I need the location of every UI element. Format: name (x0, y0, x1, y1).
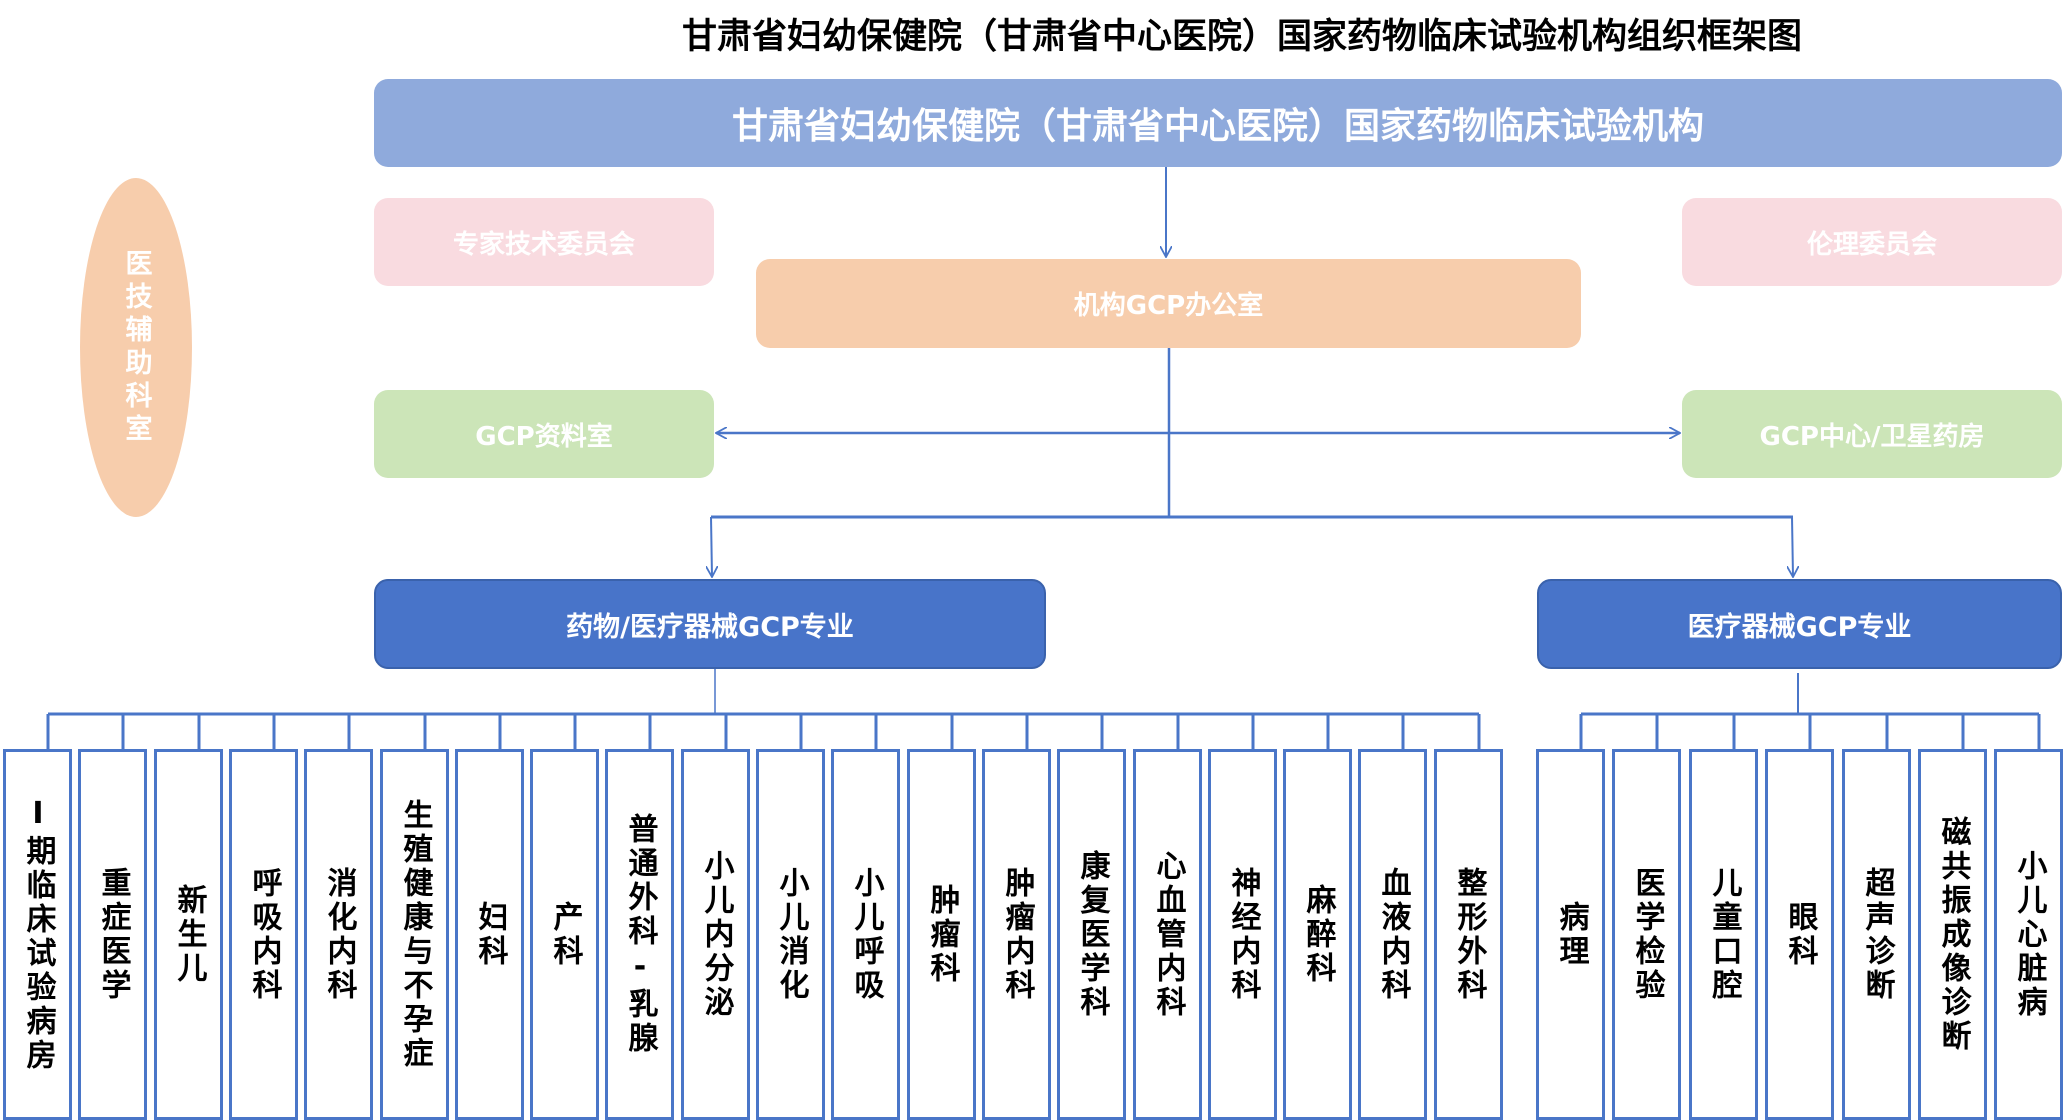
department-label: 儿童口腔 (1706, 866, 1742, 1003)
department-column-drug[interactable]: 小儿呼吸 (831, 749, 900, 1120)
department-label: 麻醉科 (1300, 883, 1336, 986)
department-label: 心血管内科 (1150, 849, 1186, 1020)
department-label: 神经内科 (1225, 866, 1261, 1003)
department-label: 康复医学科 (1074, 849, 1110, 1020)
drug-device-gcp-specialty-label: 药物/医疗器械GCP专业 (566, 611, 854, 643)
device-gcp-specialty-label: 医疗器械GCP专业 (1687, 611, 1912, 643)
medical-technical-dept-node[interactable]: 医技辅助科室 (80, 178, 192, 517)
department-column-device[interactable]: 病理 (1536, 749, 1605, 1120)
gcp-archive-label: GCP资料室 (475, 421, 613, 452)
department-label: 产科 (547, 900, 583, 969)
drug-device-gcp-specialty-box[interactable]: 药物/医疗器械GCP专业 (374, 579, 1046, 669)
institution-root-label: 甘肃省妇幼保健院（甘肃省中心医院）国家药物临床试验机构 (731, 106, 1704, 147)
institution-root-box[interactable]: 甘肃省妇幼保健院（甘肃省中心医院）国家药物临床试验机构 (374, 79, 2062, 167)
department-label: 消化内科 (321, 866, 357, 1003)
department-label: 普通外科-乳腺 (622, 813, 658, 1056)
page-title: 甘肃省妇幼保健院（甘肃省中心医院）国家药物临床试验机构组织框架图 (681, 17, 1802, 57)
department-column-drug[interactable]: 妇科 (455, 749, 524, 1120)
medical-technical-dept-label: 医技辅助科室 (120, 248, 152, 447)
department-column-drug[interactable]: 新生儿 (154, 749, 223, 1120)
department-column-drug[interactable]: 肿瘤科 (907, 749, 976, 1120)
department-column-drug[interactable]: 消化内科 (304, 749, 373, 1120)
gcp-pharmacy-box[interactable]: GCP中心/卫星药房 (1682, 390, 2062, 478)
department-column-device[interactable]: 医学检验 (1612, 749, 1681, 1120)
department-label: 整形外科 (1451, 866, 1487, 1003)
department-column-drug[interactable]: 心血管内科 (1133, 749, 1202, 1120)
department-label: 小儿内分泌 (698, 849, 734, 1020)
department-column-drug[interactable]: I期临床试验病房 (3, 749, 72, 1120)
device-gcp-specialty-box[interactable]: 医疗器械GCP专业 (1537, 579, 2062, 669)
department-label: 新生儿 (171, 883, 207, 986)
department-column-drug[interactable]: 麻醉科 (1283, 749, 1352, 1120)
department-label: 肿瘤内科 (999, 866, 1035, 1003)
department-column-device[interactable]: 超声诊断 (1842, 749, 1911, 1120)
department-column-device[interactable]: 眼科 (1765, 749, 1834, 1120)
to-device-specialty-arrow (1792, 516, 1793, 577)
department-column-drug[interactable]: 整形外科 (1434, 749, 1503, 1120)
gcp-office-label: 机构GCP办公室 (1073, 291, 1264, 321)
department-column-drug[interactable]: 血液内科 (1358, 749, 1427, 1120)
department-label: 医学检验 (1629, 866, 1665, 1003)
department-column-device[interactable]: 儿童口腔 (1689, 749, 1758, 1120)
ethics-committee-label: 伦理委员会 (1806, 229, 1937, 260)
expert-committee-label: 专家技术委员会 (452, 229, 635, 260)
department-label: 病理 (1553, 900, 1589, 969)
department-label: I期临床试验病房 (20, 796, 56, 1073)
department-column-drug[interactable]: 肿瘤内科 (982, 749, 1051, 1120)
department-label: 磁共振成像诊断 (1935, 815, 1971, 1054)
department-column-drug[interactable]: 呼吸内科 (229, 749, 298, 1120)
department-label: 生殖健康与不孕症 (397, 798, 433, 1071)
gcp-pharmacy-label: GCP中心/卫星药房 (1759, 421, 1985, 452)
department-label: 小儿呼吸 (848, 866, 884, 1003)
department-label: 超声诊断 (1859, 866, 1895, 1003)
expert-committee-box[interactable]: 专家技术委员会 (374, 198, 714, 286)
ethics-committee-box[interactable]: 伦理委员会 (1682, 198, 2062, 286)
gcp-office-box[interactable]: 机构GCP办公室 (756, 259, 1581, 348)
department-column-drug[interactable]: 康复医学科 (1057, 749, 1126, 1120)
department-label: 呼吸内科 (246, 866, 282, 1003)
department-label: 小儿心脏病 (2011, 849, 2047, 1020)
department-column-device[interactable]: 磁共振成像诊断 (1918, 749, 1987, 1120)
department-label: 肿瘤科 (924, 883, 960, 986)
to-drug-specialty-arrow (711, 516, 712, 577)
gcp-archive-box[interactable]: GCP资料室 (374, 390, 714, 478)
department-column-drug[interactable]: 神经内科 (1208, 749, 1277, 1120)
department-label: 妇科 (472, 900, 508, 969)
department-column-drug[interactable]: 小儿内分泌 (681, 749, 750, 1120)
department-column-drug[interactable]: 普通外科-乳腺 (605, 749, 674, 1120)
department-column-drug[interactable]: 重症医学 (78, 749, 147, 1120)
department-column-device[interactable]: 小儿心脏病 (1994, 749, 2063, 1120)
department-label: 小儿消化 (773, 866, 809, 1003)
department-label: 眼科 (1782, 900, 1818, 969)
department-label: 重症医学 (95, 866, 131, 1003)
department-column-drug[interactable]: 生殖健康与不孕症 (380, 749, 449, 1120)
department-column-drug[interactable]: 产科 (530, 749, 599, 1120)
department-column-drug[interactable]: 小儿消化 (756, 749, 825, 1120)
department-label: 血液内科 (1375, 866, 1411, 1003)
